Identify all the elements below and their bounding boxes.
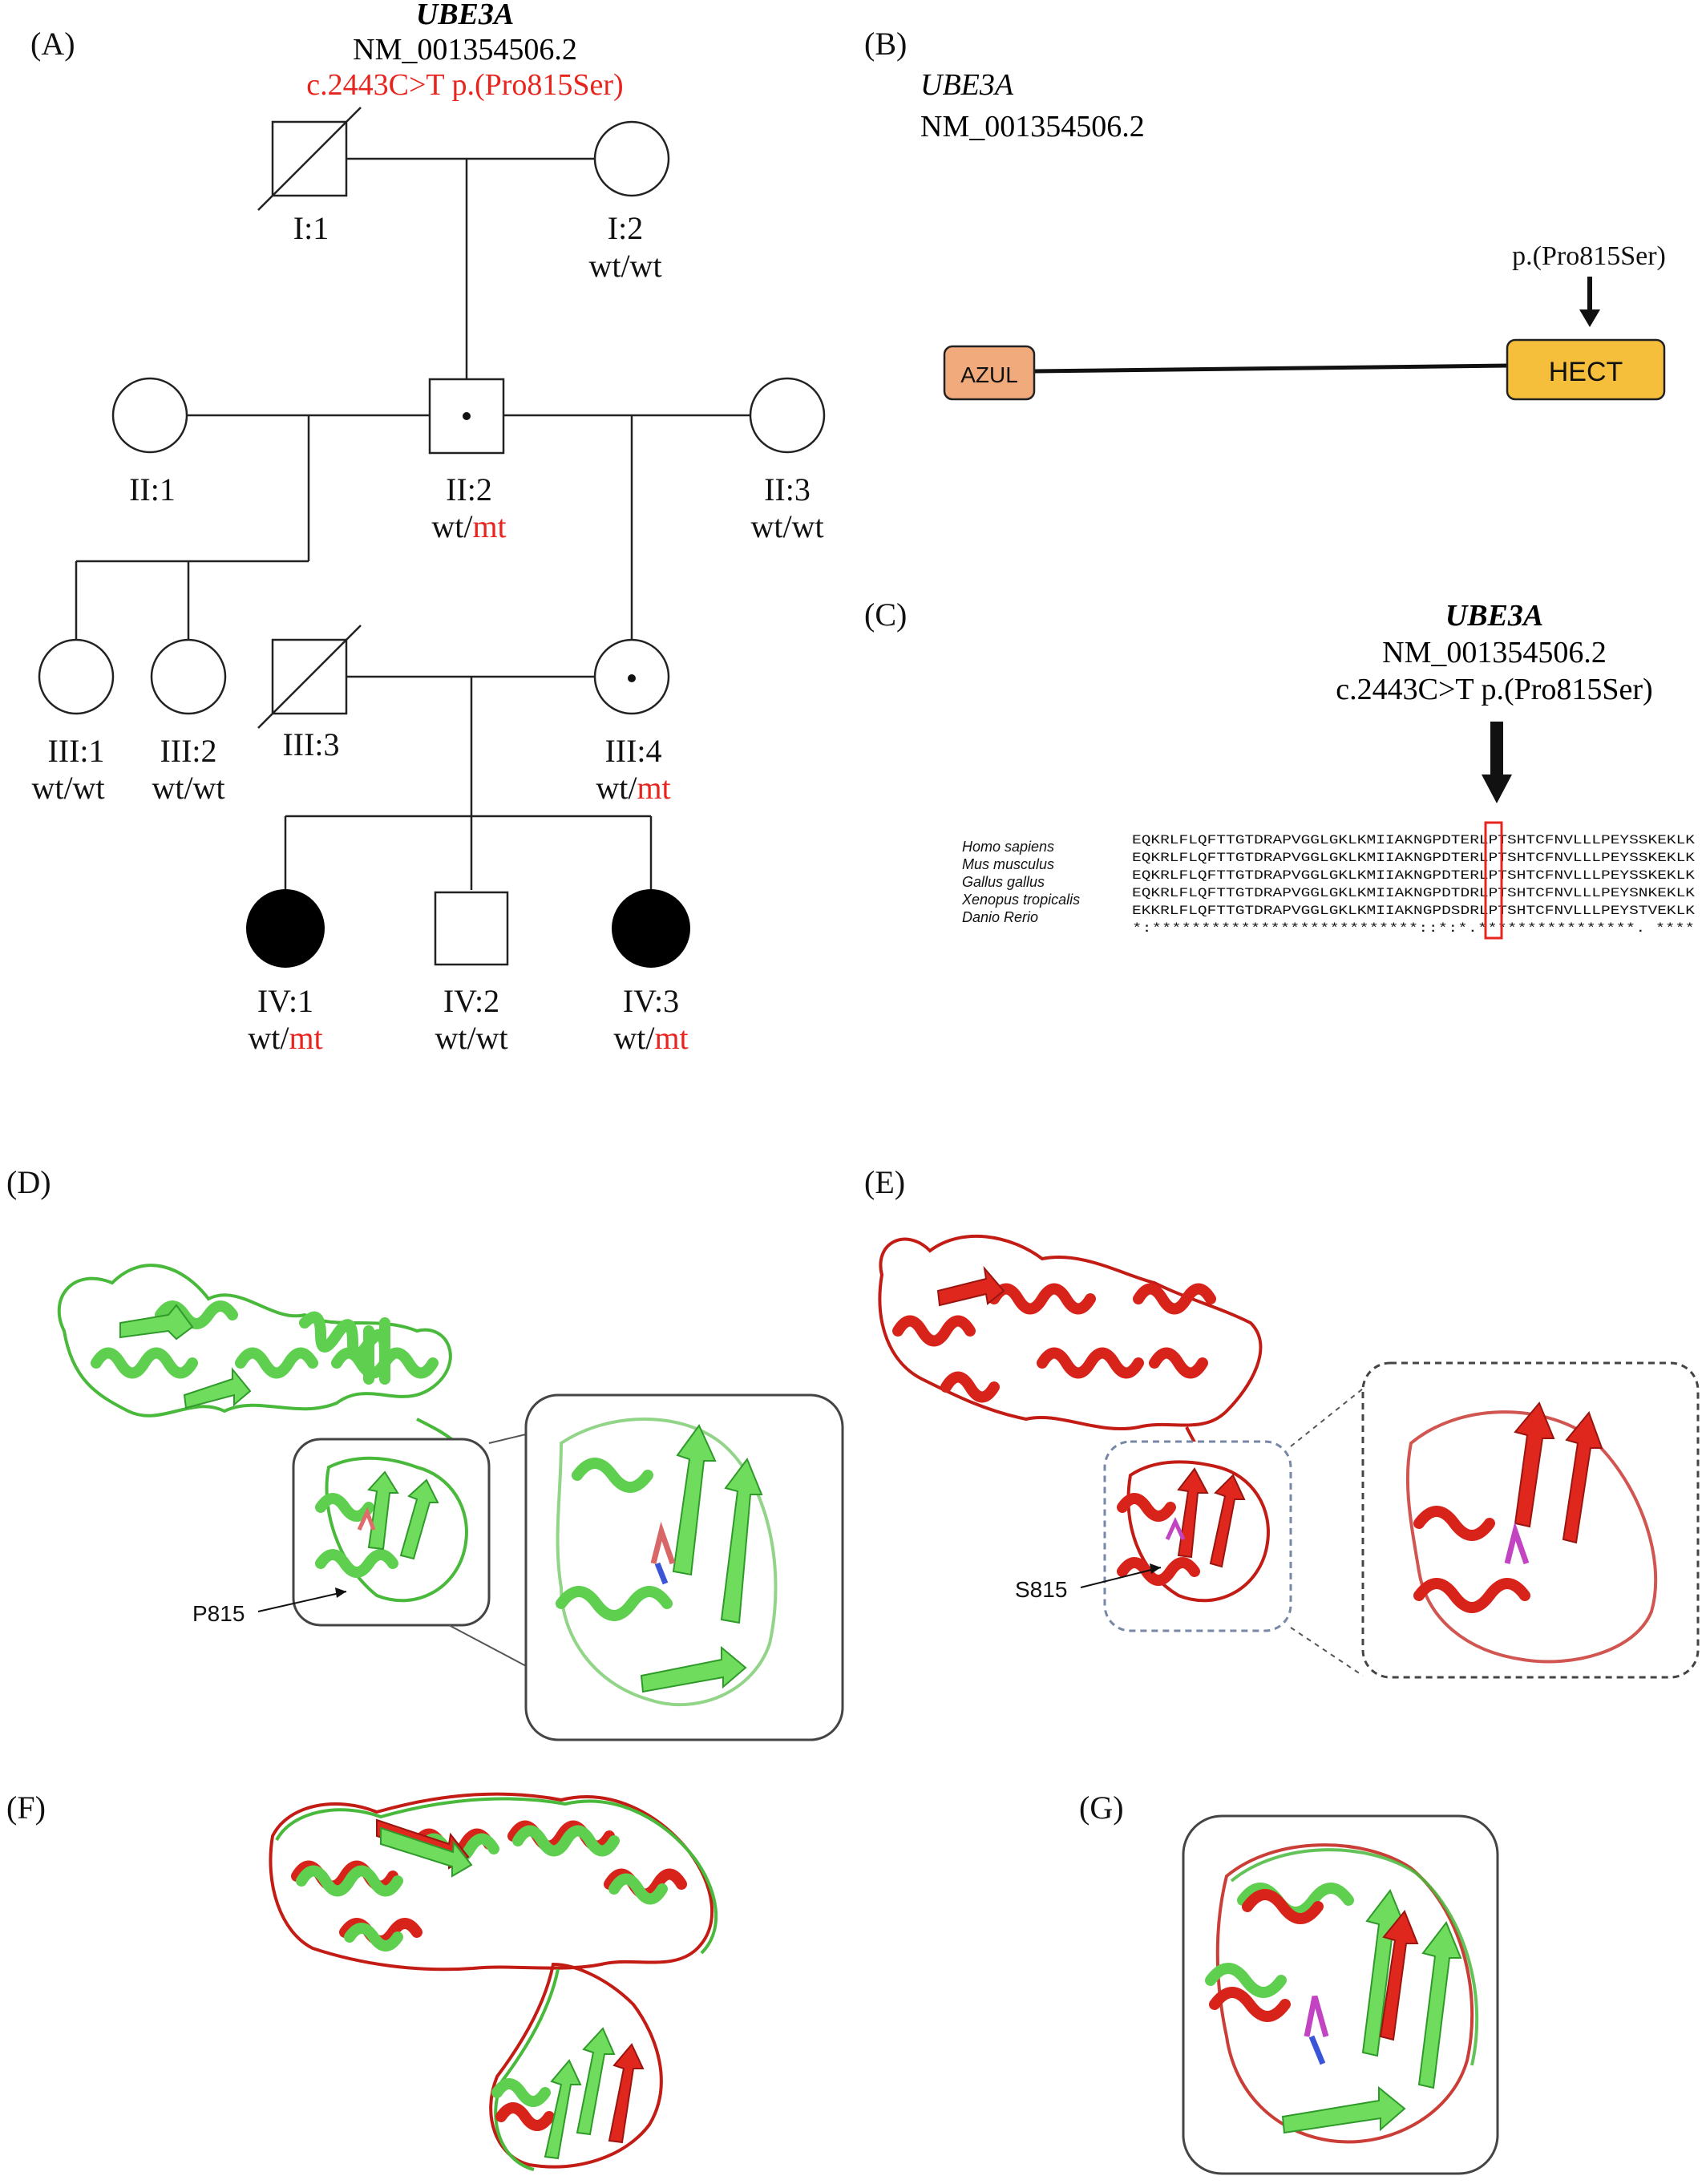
individual-id: I:2 [608,210,643,246]
variant-label: c.2443C>T p.(Pro815Ser) [1336,673,1652,706]
highlight-box [1484,821,1503,940]
individual-id: IV:2 [443,983,499,1019]
female-affected [612,889,690,968]
female [150,638,227,715]
wild-type-structure: P815 [57,1264,844,1741]
deceased-slash [257,625,362,729]
genotype: wt/mt [431,508,506,544]
mutant-structure: S815 [878,1234,1700,1679]
genotype: wt/wt [435,1020,507,1056]
gene-name: UBE3A [920,68,1014,102]
panel-label-b: (B) [864,26,907,62]
female [593,120,670,197]
female [111,377,188,454]
individual-id: II:3 [764,471,811,508]
individual-id: I:1 [293,210,329,246]
azul-label: AZUL [960,362,1018,387]
sequence-row: EQKRLFLQFTTGTDRAPVGGLGKLKMIIAKNGPDTERLPT… [1132,833,1696,847]
protein-change-label: p.(Pro815Ser) [1512,241,1666,271]
domain-diagram: AZUL HECT p.(Pro815Ser) [943,241,1666,401]
superposition-zoom [1182,1814,1499,2175]
individual-id: III:2 [160,733,216,769]
sequence-row: EQKRLFLQFTTGTDRAPVGGLGKLKMIIAKNGPDTERLPT… [1132,868,1696,883]
pedigree-labels: I:1 I:2 wt/wt II:1 II:2 wt/mt II:3 wt/wt… [31,210,823,1056]
sequence-row: EQKRLFLQFTTGTDRAPVGGLGKLKMIIAKNGPDTERLPT… [1132,851,1696,865]
female [38,638,115,715]
species-name: Gallus gallus [962,874,1045,890]
sequence-row: EQKRLFLQFTTGTDRAPVGGLGKLKMIIAKNGPDTDRLPT… [1132,886,1696,900]
transcript-id: NM_001354506.2 [920,110,1145,144]
variant-label: c.2443C>T p.(Pro815Ser) [306,68,623,102]
panel-label-a: (A) [30,26,75,62]
species-name: Mus musculus [962,856,1054,872]
individual-id: III:3 [282,726,339,762]
zoom-line [448,1624,530,1668]
panel-label-f: (F) [6,1790,46,1826]
individual-id: II:1 [129,471,176,508]
panel-label-e: (E) [864,1164,905,1200]
genotype: wt/mt [613,1020,688,1056]
panel-label-d: (D) [6,1164,51,1200]
residue-label: S815 [1015,1577,1067,1602]
individual-id: III:1 [47,733,104,769]
transcript-id: NM_001354506.2 [1382,636,1607,669]
pedigree [38,107,826,968]
conservation-row: *:***************************::*:*.*****… [1132,921,1695,936]
residue-label: P815 [192,1601,245,1626]
gene-name: UBE3A [1445,599,1543,633]
genotype: wt/wt [750,508,823,544]
carrier-dot [463,412,471,420]
species-name: Homo sapiens [962,839,1054,855]
gene-name: UBE3A [416,0,514,31]
female [749,377,826,454]
panel-label-g: (G) [1079,1790,1124,1826]
female-affected [246,889,325,968]
genotype: wt/wt [152,770,224,806]
variant-arrow-head [1579,309,1600,327]
superposition-structure [269,1792,718,2171]
genotype: wt/wt [588,248,661,284]
panel-label-c: (C) [864,597,907,633]
region-box [292,1438,491,1627]
deceased-slash [257,107,362,211]
sequence-row: EKKRLFLQFTTGTDRAPVGGLGKLKMIIAKNGPDSDRLPT… [1132,904,1696,918]
individual-id: IV:1 [257,983,313,1019]
transcript-id: NM_001354506.2 [353,33,577,67]
variant-arrow-head [1482,775,1512,803]
azul-domain [943,345,1036,401]
zoom-line [1290,1388,1364,1447]
protein-backbone [1033,363,1508,374]
hect-label: HECT [1549,357,1623,387]
male [434,891,509,966]
carrier-dot [628,674,636,682]
genotype: wt/mt [596,770,670,806]
species-name: Xenopus tropicalis [961,892,1080,908]
genotype: wt/wt [31,770,104,806]
sequence-alignment: Homo sapiens Mus musculus Gallus gallus … [961,821,1696,940]
zoom-line [488,1433,530,1444]
individual-id: II:2 [446,471,492,508]
species-name: Danio Rerio [962,909,1038,925]
individual-id: III:4 [604,733,661,769]
individual-id: IV:3 [623,983,679,1019]
hect-domain [1506,338,1666,401]
zoom-line [1290,1627,1364,1676]
genotype: wt/mt [248,1020,322,1056]
